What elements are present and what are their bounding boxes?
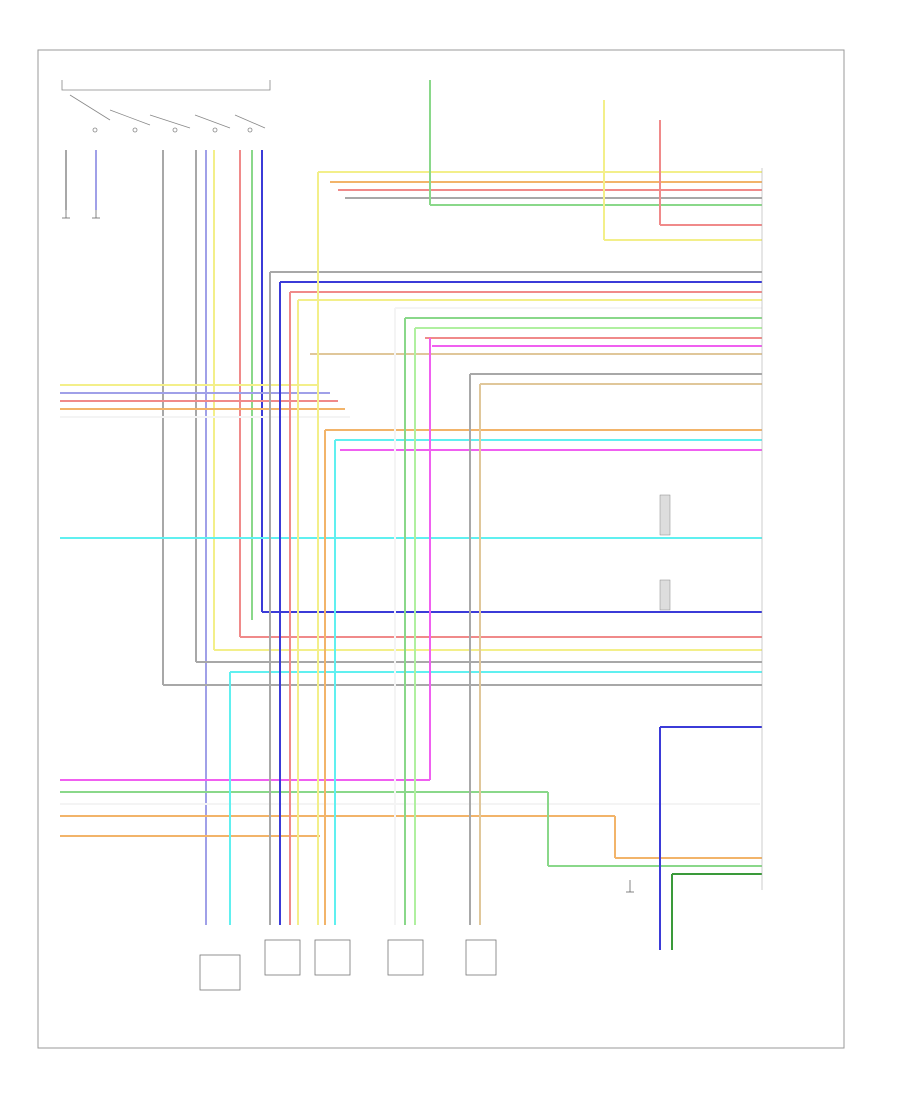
bus-wires [60, 171, 762, 686]
component-box-5 [465, 939, 497, 976]
component-box-4 [387, 939, 424, 976]
component-box-3 [314, 939, 351, 976]
component-box-2 [264, 939, 301, 976]
range-switch-block [61, 80, 271, 133]
left-side-wires [60, 384, 760, 837]
vertical-trunk-wires [229, 80, 762, 950]
component-box-1 [199, 954, 241, 991]
ground-symbols [62, 210, 634, 893]
diagram-frame [37, 49, 845, 1049]
bottom-components [199, 939, 497, 991]
connector-pills [659, 494, 671, 611]
